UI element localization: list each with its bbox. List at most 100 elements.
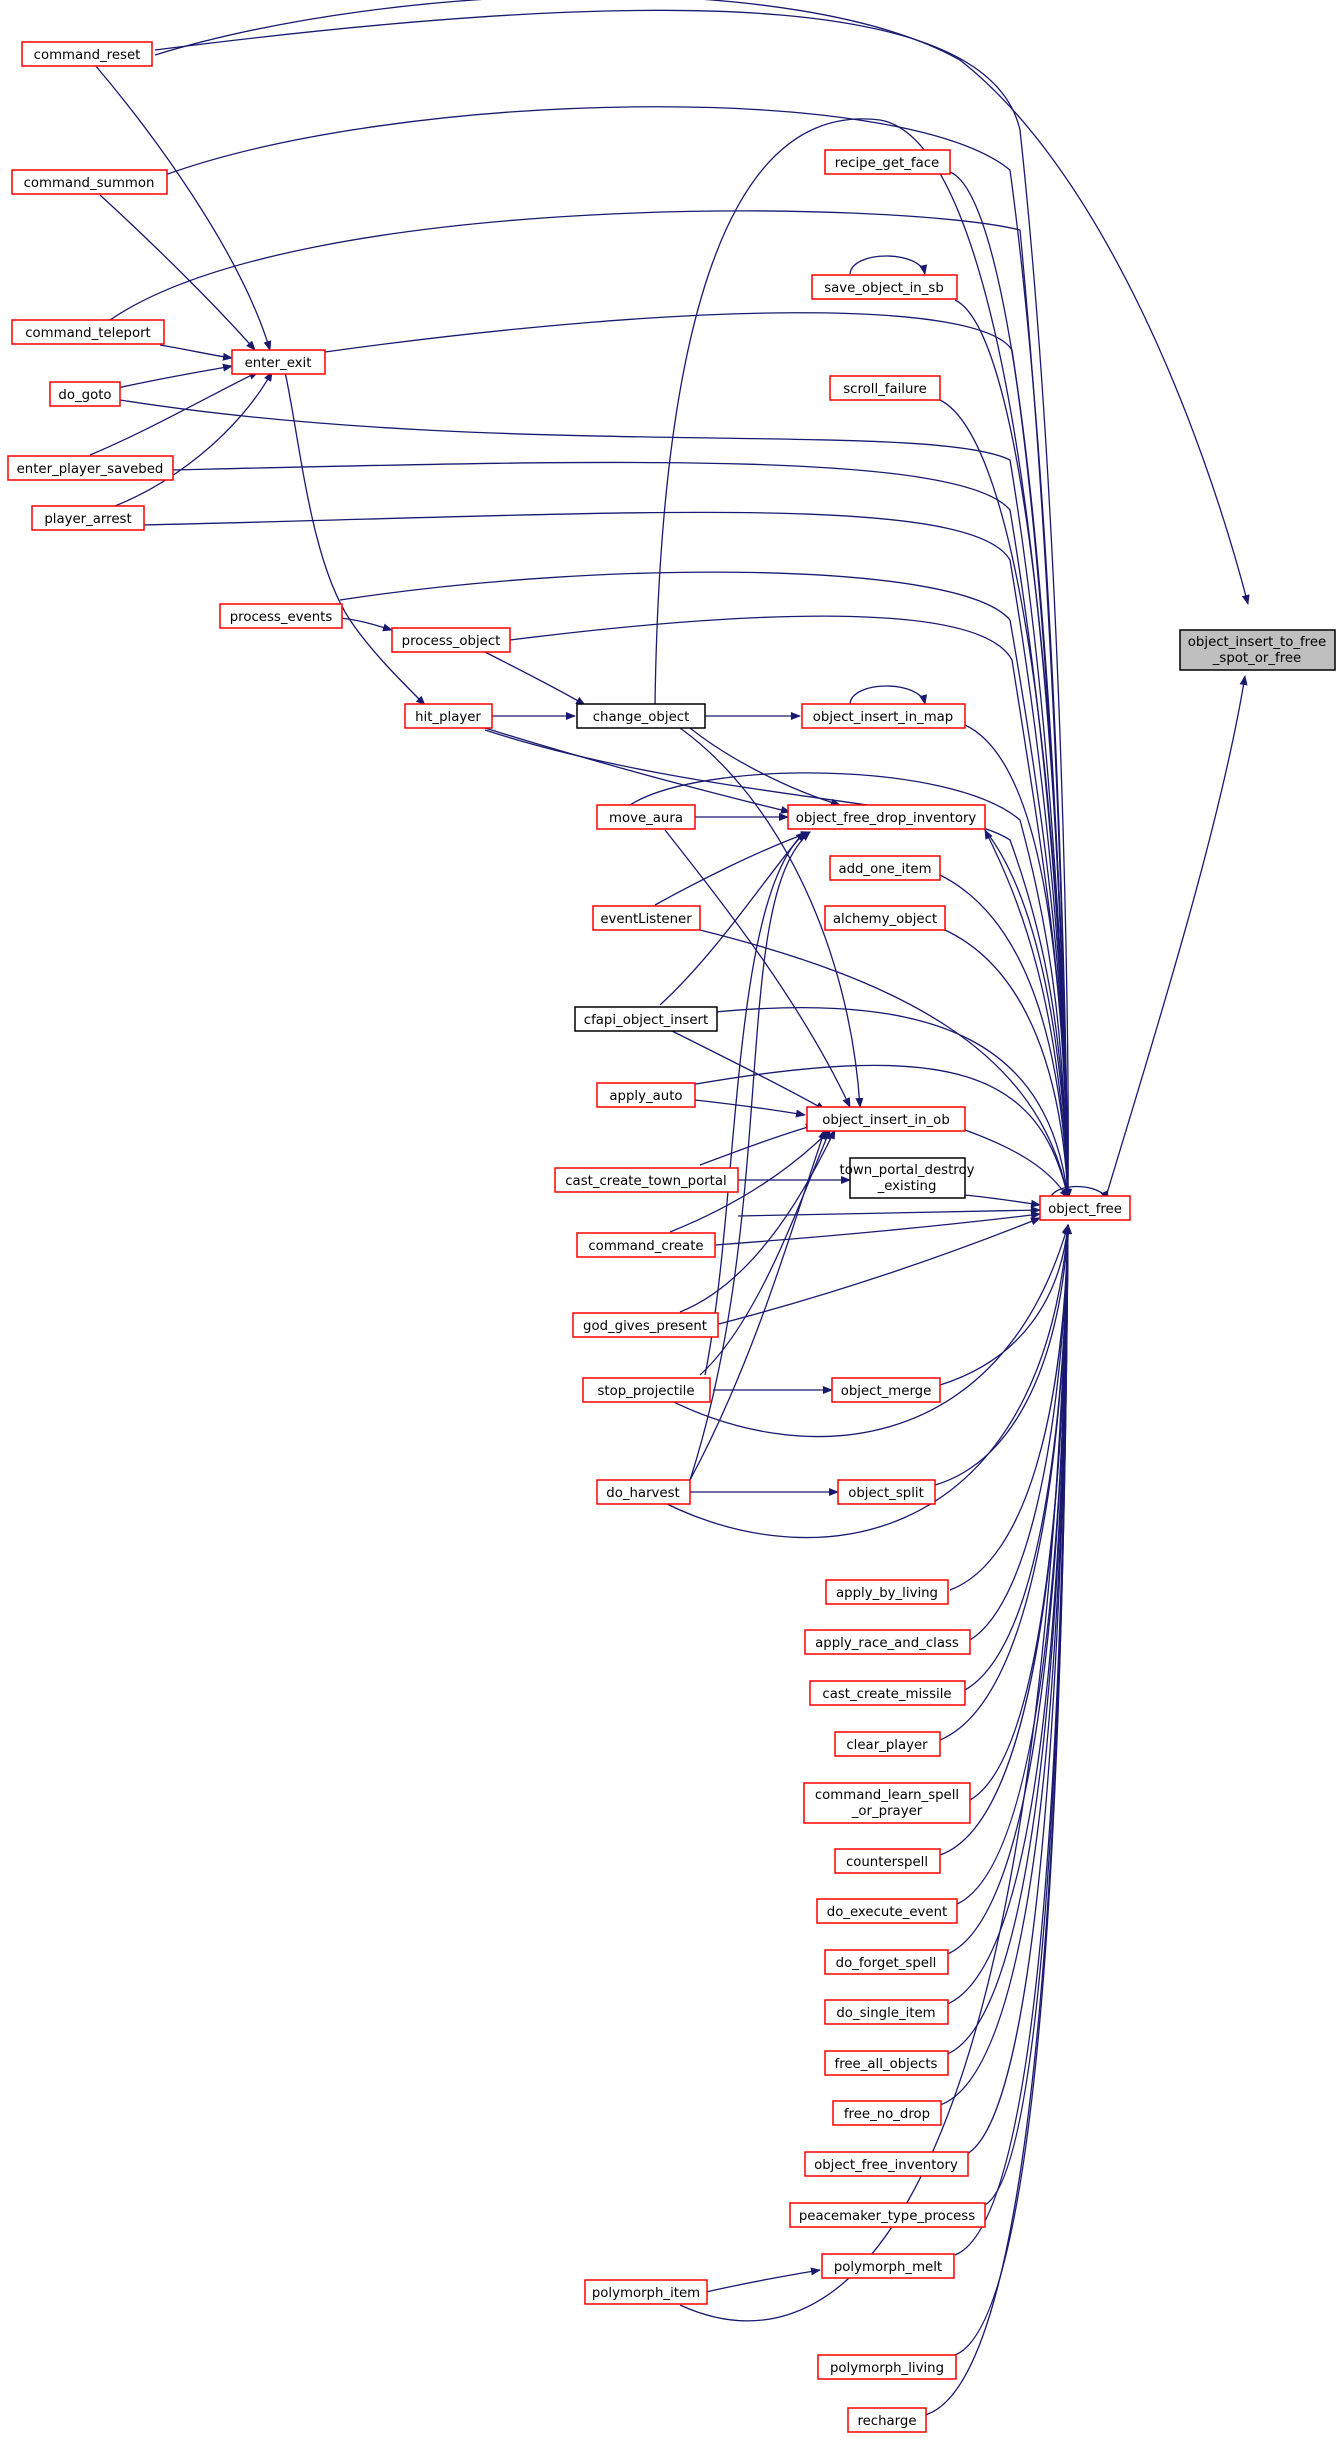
edge-cfapi_object_insert-object_insert_in_ob [669, 1029, 826, 1111]
node-enter_player_savebed[interactable]: enter_player_savebed [7, 455, 174, 481]
node-free_no_drop[interactable]: free_no_drop [832, 2100, 942, 2126]
svg-text:do_single_item: do_single_item [836, 2006, 935, 2021]
node-root[interactable]: object_insert_to_free _spot_or_free [1179, 629, 1336, 671]
node-apply_by_living[interactable]: apply_by_living [825, 1579, 949, 1605]
node-object_free_inventory[interactable]: object_free_inventory [804, 2151, 969, 2177]
svg-text:cfapi_object_insert: cfapi_object_insert [584, 1013, 708, 1028]
edge-apply_by_living-object_free [949, 1224, 1072, 1591]
node-cast_create_missile[interactable]: cast_create_missile [809, 1680, 966, 1706]
node-polymorph_living[interactable]: polymorph_living [817, 2354, 957, 2380]
node-object_free_drop_inventory[interactable]: object_free_drop_inventory [787, 804, 986, 830]
node-cast_create_town_portal[interactable]: cast_create_town_portal [554, 1167, 739, 1193]
svg-text:command_reset: command_reset [34, 48, 141, 63]
node-hit_player[interactable]: hit_player [404, 703, 493, 729]
edge-command_teleport-object_free [109, 210, 1072, 1199]
node-do_single_item[interactable]: do_single_item [824, 1999, 949, 2025]
edge-process_events-object_free [339, 571, 1072, 1199]
edge-object_free-self-loop [1049, 1185, 1109, 1201]
node-enter_exit[interactable]: enter_exit [231, 349, 326, 375]
svg-text:add_one_item: add_one_item [838, 862, 931, 877]
node-apply_race_and_class[interactable]: apply_race_and_class [804, 1629, 971, 1655]
node-move_aura[interactable]: move_aura [596, 804, 696, 830]
node-clear_player[interactable]: clear_player [834, 1731, 941, 1757]
edge-save_object_in_sb-self-loop [849, 255, 928, 275]
edge-eventListener-object_free_drop_inventory [654, 831, 811, 906]
svg-text:counterspell: counterspell [846, 1855, 928, 1870]
node-command_reset[interactable]: command_reset [21, 41, 153, 67]
svg-text:polymorph_melt: polymorph_melt [834, 2260, 942, 2275]
node-counterspell[interactable]: counterspell [834, 1848, 941, 1874]
node-command_learn_spell_or_prayer[interactable]: command_learn_spell _or_prayer [803, 1782, 971, 1824]
svg-text:polymorph_item: polymorph_item [592, 2286, 700, 2301]
svg-text:object_insert_in_ob: object_insert_in_ob [822, 1113, 950, 1128]
node-recharge[interactable]: recharge [847, 2407, 927, 2433]
node-object_free[interactable]: object_free [1039, 1195, 1131, 1221]
node-add_one_item[interactable]: add_one_item [829, 855, 941, 881]
node-apply_auto[interactable]: apply_auto [596, 1082, 696, 1108]
node-scroll_failure[interactable]: scroll_failure [829, 375, 941, 401]
node-object_split[interactable]: object_split [837, 1479, 936, 1505]
node-peacemaker_type_process[interactable]: peacemaker_type_process [789, 2202, 986, 2228]
svg-text:hit_player: hit_player [415, 710, 481, 725]
edges [89, 0, 1250, 2416]
node-root-label-1: object_insert_to_free [1188, 635, 1326, 650]
node-stop_projectile[interactable]: stop_projectile [582, 1377, 711, 1403]
svg-text:process_events: process_events [230, 610, 333, 625]
svg-text:alchemy_object: alchemy_object [833, 912, 937, 927]
node-save_object_in_sb[interactable]: save_object_in_sb [811, 274, 958, 300]
node-object_insert_in_map[interactable]: object_insert_in_map [801, 703, 966, 729]
svg-text:god_gives_present: god_gives_present [583, 1319, 707, 1334]
edge-god_gives_present-object_insert_in_ob [679, 1129, 836, 1313]
nodes: object_insert_to_free _spot_or_free comm… [7, 41, 1336, 2433]
svg-text:cast_create_town_portal: cast_create_town_portal [565, 1174, 727, 1189]
svg-text:object_insert_in_map: object_insert_in_map [813, 710, 954, 725]
node-do_goto[interactable]: do_goto [49, 381, 121, 407]
edge-hit_player-object_free [484, 729, 1072, 1199]
node-object_insert_in_ob[interactable]: object_insert_in_ob [806, 1106, 966, 1132]
node-process_events[interactable]: process_events [219, 603, 343, 629]
edge-recipe_get_face-object_free [949, 171, 1072, 1199]
edge-change_object-object_insert_in_ob [679, 727, 864, 1108]
edge-stop_projectile-object_insert_in_ob [699, 1129, 831, 1376]
edge-process_events-process_object [339, 617, 393, 632]
node-command_create[interactable]: command_create [576, 1232, 716, 1258]
node-alchemy_object[interactable]: alchemy_object [824, 905, 946, 931]
node-polymorph_melt[interactable]: polymorph_melt [821, 2253, 955, 2279]
edge-town_portal_destroy_existing-object_free [964, 1194, 1041, 1208]
node-do_harvest[interactable]: do_harvest [596, 1479, 691, 1505]
edge-player_arrest-enter_exit [94, 371, 273, 514]
edge-apply_auto-object_insert_in_ob [694, 1099, 806, 1118]
node-cfapi_object_insert[interactable]: cfapi_object_insert [574, 1006, 718, 1032]
svg-text:command_summon: command_summon [24, 176, 155, 191]
node-command_summon[interactable]: command_summon [11, 169, 168, 195]
node-command_learn_spell-label-1: command_learn_spell [815, 1788, 959, 1803]
node-eventListener[interactable]: eventListener [592, 905, 701, 931]
edge-move_aura-object_insert_in_ob [664, 829, 851, 1108]
svg-text:object_free_drop_inventory: object_free_drop_inventory [796, 811, 977, 826]
node-recipe_get_face[interactable]: recipe_get_face [824, 149, 951, 175]
node-town_portal_destroy_existing[interactable]: town_portal_destroy _existing [840, 1157, 975, 1199]
edge-object_free_drop_inventory-object_free [984, 829, 1072, 1199]
svg-text:object_merge: object_merge [841, 1384, 932, 1399]
node-player_arrest[interactable]: player_arrest [31, 505, 145, 531]
edge-command_reset-root [154, 0, 1250, 605]
svg-text:process_object: process_object [402, 634, 501, 649]
node-do_execute_event[interactable]: do_execute_event [816, 1898, 958, 1924]
node-free_all_objects[interactable]: free_all_objects [824, 2050, 949, 2076]
node-root-label-2: _spot_or_free [1212, 651, 1301, 666]
svg-text:apply_auto: apply_auto [609, 1089, 682, 1104]
svg-text:apply_by_living: apply_by_living [836, 1586, 938, 1601]
node-object_merge[interactable]: object_merge [831, 1377, 941, 1403]
node-process_object[interactable]: process_object [391, 627, 511, 653]
edge-command_teleport-enter_exit [159, 344, 233, 361]
node-change_object[interactable]: change_object [576, 703, 706, 729]
node-god_gives_present[interactable]: god_gives_present [572, 1312, 719, 1338]
node-command_teleport[interactable]: command_teleport [11, 319, 165, 345]
edge-object_insert_in_map-object_free [964, 724, 1072, 1199]
node-polymorph_item[interactable]: polymorph_item [584, 2279, 708, 2305]
edge-enter_player_savebed-enter_exit [89, 371, 259, 456]
node-do_forget_spell[interactable]: do_forget_spell [824, 1949, 949, 1975]
edge-object_split-object_free [934, 1224, 1072, 1486]
edge-player_arrest-object_free [139, 511, 1072, 1199]
svg-text:scroll_failure: scroll_failure [843, 382, 927, 397]
